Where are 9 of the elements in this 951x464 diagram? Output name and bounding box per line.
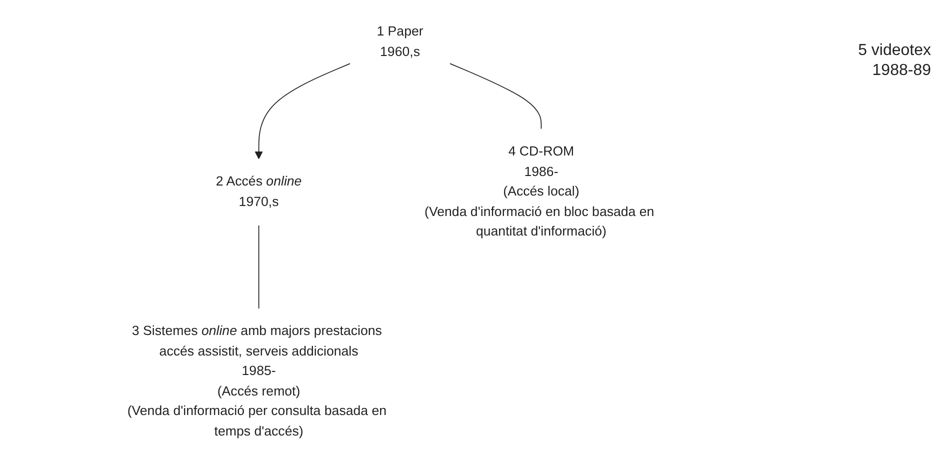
connector	[449, 63, 542, 130]
label-text: 5 videotex	[858, 42, 931, 60]
label-text: 1988-89	[871, 62, 931, 80]
connector	[258, 224, 260, 309]
node-text: 4 CD-ROM 1986- (Accés local) (Venda d'informació en bloc basada en quantitat d'informació)	[424, 144, 654, 239]
node-text: 1 Paper 1960,s	[376, 24, 424, 60]
arrow	[254, 63, 351, 160]
node-text: 2 Accés online 1970,s	[216, 174, 302, 209]
node-text: 3 Sistemes online amb majors prestacions accés assistit, serveis addicionals 1985- (Accés remot) (Venda d'informació per consulta basada en temps d'accés)	[127, 324, 387, 438]
